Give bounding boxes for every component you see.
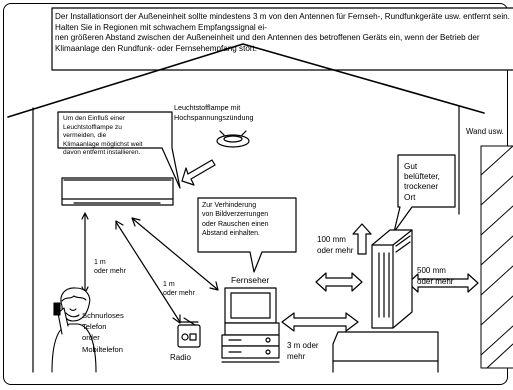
clearance-100mm-label: 100 mm oder mehr (317, 235, 354, 255)
distortion-advice-text: Zur Verhinderung von Bildverzerrungen od… (202, 202, 269, 238)
fluorescent-lamp (216, 130, 250, 148)
notice-box (51, 7, 513, 71)
radio-label: Radio (170, 353, 191, 362)
tv-distance-arrow (131, 217, 219, 291)
house-roof (7, 43, 485, 118)
distortion-advice-callout (197, 197, 297, 273)
clearance-arrow-top (352, 223, 372, 255)
lamp-advice-callout (57, 111, 181, 189)
tv-clearance-arrow-3m (281, 312, 359, 332)
radio-distance-arrow (115, 220, 181, 324)
lamp-label: Leuchtstofflampe mit Hochspannungszündun… (174, 103, 254, 123)
outdoor-unit (332, 229, 439, 373)
installation-notice: Der Installationsort der Außeneinheit so… (55, 12, 510, 53)
tv-clearance-3m-label: 3 m oder mehr (287, 341, 319, 361)
person-with-phone (51, 287, 97, 373)
wall-label: Wand usw. (466, 127, 504, 136)
clearance-arrow-100mm (315, 272, 363, 292)
ventilated-location-label: Gut belüfteter, trockener Ort (404, 162, 440, 202)
outside-wall (480, 145, 513, 369)
lamp-distance-arrow (181, 159, 216, 186)
phone-label: Schnurloses Telefon order Mobiltelefon (82, 311, 124, 354)
tv-label: Fernseher (231, 275, 270, 285)
phone-distance-label: 1 m oder mehr (94, 259, 126, 275)
clearance-500mm-label: 500 mm oder mehr (417, 266, 454, 286)
indoor-unit (61, 177, 174, 206)
lamp-advice-text: Um den Einfluß einer Leuchtstofflampe zu… (63, 115, 143, 157)
radio-distance-label: 1 m oder mehr (163, 281, 195, 297)
radio-device (177, 317, 201, 348)
ventilated-callout (393, 154, 456, 233)
phone-distance-arrow (81, 212, 89, 294)
tv-set (221, 287, 280, 363)
clearance-arrow-500mm (407, 273, 479, 293)
